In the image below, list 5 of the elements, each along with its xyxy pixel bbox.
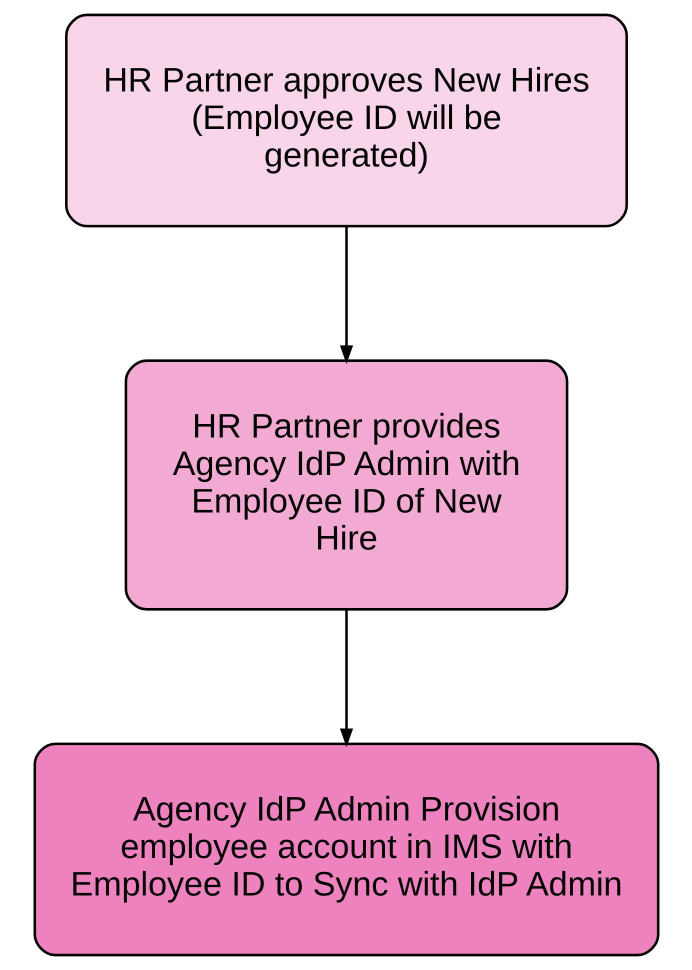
arrow [339, 609, 353, 748]
node-box: Agency IdP Admin Provision employee account in IMS with Employee ID to Sync with IdP Admin [33, 742, 659, 956]
node-box: HR Partner provides Agency IdP Admin with Employee ID of New Hire [124, 359, 568, 611]
arrow [339, 226, 353, 364]
node-box: HR Partner approves New Hires (Employee ID will be generated) [64, 14, 628, 228]
